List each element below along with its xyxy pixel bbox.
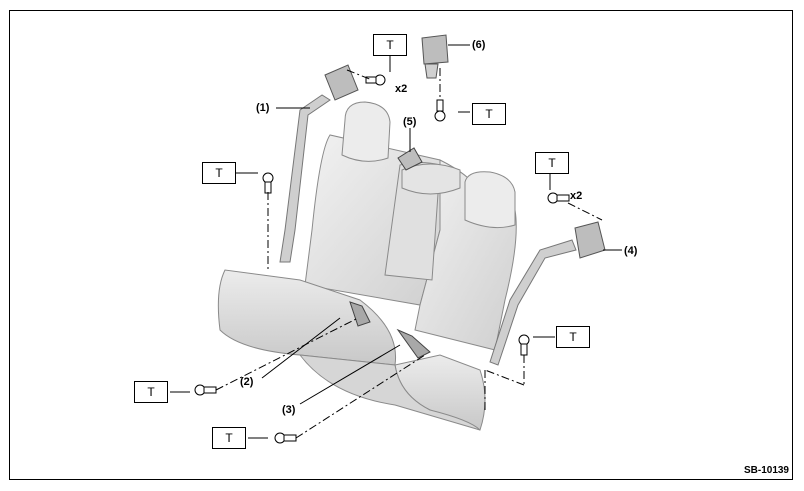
bolt-top-center xyxy=(434,99,446,122)
callout-1: (1) xyxy=(256,102,270,114)
seat-belt-right xyxy=(489,221,606,366)
callout-5: (5) xyxy=(403,116,417,128)
buckle-left xyxy=(349,301,371,327)
anchor-plate-center xyxy=(397,147,423,171)
callout-4: (4) xyxy=(624,245,638,257)
headrest-left xyxy=(341,101,391,162)
torque-box-right-upper: T xyxy=(535,152,569,174)
assembly-lines xyxy=(215,68,603,439)
buckle-center xyxy=(396,328,431,359)
quantity-label-top: x2 xyxy=(395,83,408,95)
torque-box-bottom-left: T xyxy=(134,381,168,403)
bolt-left-upper xyxy=(262,172,274,194)
bolt-top-left xyxy=(365,74,386,86)
figure-code: SB-10139 xyxy=(743,465,789,476)
seat-cushion xyxy=(217,269,486,431)
headrest-center xyxy=(401,163,461,195)
callout-2: (2) xyxy=(240,376,254,388)
torque-box-top-right: T xyxy=(472,103,506,125)
torque-box-right-lower: T xyxy=(556,326,590,348)
callout-3: (3) xyxy=(282,404,296,416)
seat-belt-left xyxy=(279,64,359,263)
torque-box-left: T xyxy=(202,162,236,184)
bolt-icon xyxy=(194,74,570,444)
quantity-label-right: x2 xyxy=(570,190,583,202)
leader-lines xyxy=(170,44,622,439)
headrest-right xyxy=(464,171,516,229)
torque-box-top-left: T xyxy=(373,34,407,56)
bolt-bottom-center xyxy=(274,432,297,444)
bolt-right-lower xyxy=(518,334,530,356)
bolt-right-upper xyxy=(547,192,570,204)
callout-6: (6) xyxy=(472,39,486,51)
torque-box-bottom-center: T xyxy=(212,427,246,449)
bolt-left-lower xyxy=(194,384,217,396)
center-belt-retractor xyxy=(421,34,449,79)
